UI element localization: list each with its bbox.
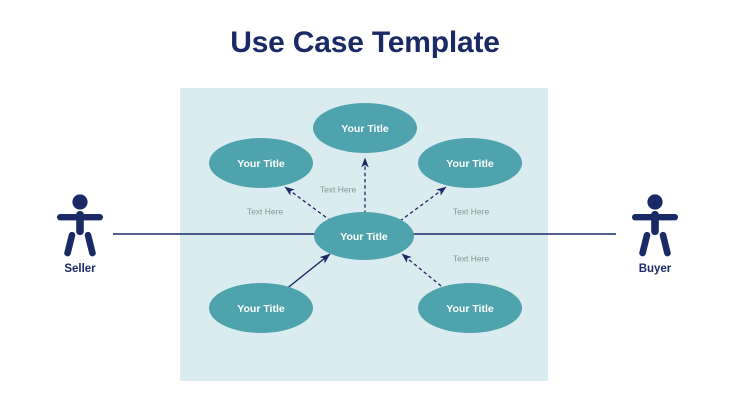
connection-lower-right-to-center	[401, 253, 447, 291]
edge-label-center-to-upper-right: Text Here	[453, 206, 490, 216]
actor-buyer[interactable]: Buyer	[632, 194, 678, 275]
use-case-top[interactable]: Your Title	[313, 103, 417, 153]
use-case-lower-left[interactable]: Your Title	[209, 283, 313, 333]
page-title: Use Case Template	[230, 26, 500, 59]
connection-center-to-upper-left	[284, 186, 332, 222]
use-case-label: Your Title	[237, 303, 285, 315]
use-case-label: Your Title	[237, 158, 285, 170]
connection-center-to-upper-right	[399, 186, 447, 222]
use-case-label: Your Title	[446, 303, 494, 315]
edge-label-center-to-upper-left: Text Here	[247, 206, 284, 216]
actor-figure-icon	[632, 194, 678, 257]
edge-label-center-to-top: Text Here	[320, 184, 357, 194]
use-case-upper-left[interactable]: Your Title	[209, 138, 313, 188]
actor-figure-icon	[57, 194, 103, 257]
use-case-label: Your Title	[341, 123, 389, 135]
actor-seller[interactable]: Seller	[57, 194, 103, 275]
use-case-lower-right[interactable]: Your Title	[418, 283, 522, 333]
actor-label: Buyer	[639, 263, 672, 275]
connection-lower-left-to-center	[284, 253, 331, 291]
use-case-upper-right[interactable]: Your Title	[418, 138, 522, 188]
actor-label: Seller	[64, 263, 96, 275]
edge-label-lower-right-to-center: Text Here	[453, 253, 490, 263]
use-case-label: Your Title	[446, 158, 494, 170]
use-case-center[interactable]: Your Title	[314, 212, 414, 260]
use-case-label: Your Title	[340, 231, 388, 243]
